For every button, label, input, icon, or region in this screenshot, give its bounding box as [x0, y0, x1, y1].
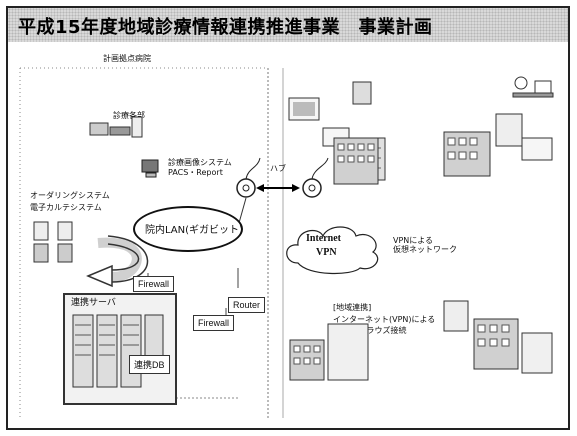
internet-label: Internet: [306, 233, 341, 244]
relay-db-label: 連携DB: [129, 355, 170, 374]
vpn-network-label: VPNによる 仮想ネットワーク: [393, 236, 457, 254]
clinic-building-bottom-right-icon: [443, 300, 553, 374]
relay-server-label: 連携サーバ: [71, 298, 116, 308]
image-workstation-icon: [141, 159, 159, 178]
diagram-lines: [19, 67, 329, 418]
lan-label: 院内LAN(ギガビット): [145, 225, 243, 236]
ordering-system-label: オーダリングシステム: [30, 191, 110, 200]
vpn-label: VPN: [316, 247, 337, 258]
hospital-name-label: 計画拠点病院: [103, 54, 151, 63]
regional-desc-2: Webブラウズ接続: [341, 326, 407, 335]
slide-title: 平成15年度地域診療情報連携推進事業 事業計画: [18, 17, 433, 38]
server-rack-icon: [72, 314, 164, 388]
internet-vpn-cloud: Internet VPN: [278, 218, 388, 278]
emr-terminals-icon: [33, 221, 73, 263]
router-box: Router: [228, 297, 266, 313]
clinic-building-top-icon: [333, 137, 379, 185]
pacs-label: PACS・Report: [168, 168, 223, 177]
relay-server: 連携サーバ 連携DB: [63, 293, 177, 405]
firewall-bottom-box: Firewall: [193, 315, 235, 331]
exam-equipment-icon: [89, 116, 143, 138]
slide-frame: 平成15年度地域診療情報連携推進事業 事業計画 計画拠点病院: [6, 6, 570, 430]
firewall-left-box: Firewall: [133, 276, 175, 292]
clinic-building-bottom-left-icon: [289, 323, 369, 381]
cloud-icon: [286, 226, 379, 275]
image-system-label: 診療画像システム: [168, 158, 232, 167]
emr-system-label: 電子カルテシステム: [30, 203, 102, 212]
exam-dept-label: 診療各部: [113, 111, 145, 120]
doctor-desk-icon: [512, 76, 554, 98]
clinic-building-right-icon: [443, 113, 553, 177]
hub-label: ハブ: [270, 164, 286, 173]
regional-desc-1: インターネット(VPN)による: [333, 315, 436, 324]
title-bar: 平成15年度地域診療情報連携推進事業 事業計画: [8, 8, 568, 42]
hospital-lan: 院内LAN(ギガビット): [133, 206, 243, 252]
regional-title: [地域連携]: [333, 303, 372, 312]
